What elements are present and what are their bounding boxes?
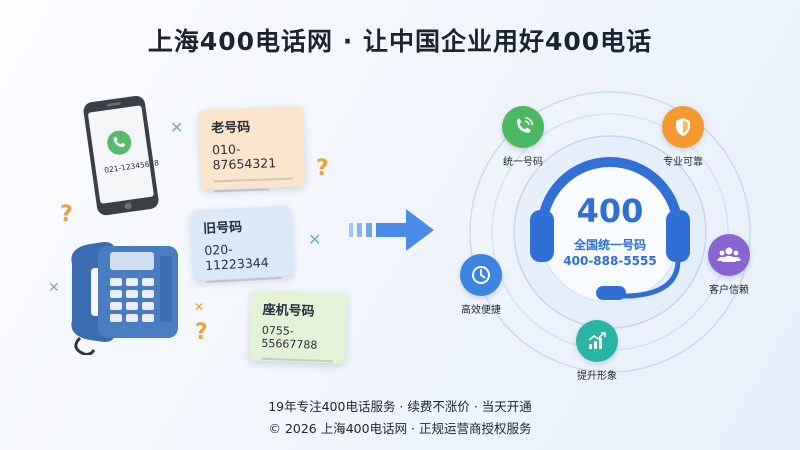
feature-label: 提升形象: [577, 371, 617, 382]
card-number: 020-11223344: [203, 241, 270, 273]
feature-efficient: 高效便捷: [436, 254, 526, 316]
footer-copyright: © 2026 上海400电话网 · 正规运营商授权服务: [268, 421, 532, 436]
chart-up-icon: [576, 320, 618, 362]
page-title: 上海400电话网 · 让中国企业用好400电话: [147, 27, 653, 56]
card-line: [205, 276, 282, 283]
cross-deco: ✕: [48, 280, 60, 296]
center-number: 400-888-5555: [563, 254, 657, 268]
landline-number-card: 座机号码 0755-55667788: [248, 290, 348, 364]
mobile-phone-icon: [83, 95, 159, 216]
phone-wave-icon: [502, 106, 544, 148]
feature-image-boost: 提升形象: [552, 320, 642, 382]
cross-deco: ✕: [308, 230, 322, 249]
card-number: 0755-55667788: [261, 323, 318, 352]
card-label: 座机号码: [262, 302, 315, 320]
cross-deco: ✕: [170, 118, 184, 137]
card-number: 010-87654321: [211, 141, 277, 173]
card-label: 老号码: [211, 120, 251, 137]
feature-label: 专业可靠: [663, 157, 703, 168]
feature-label: 客户信赖: [709, 285, 749, 296]
card-line: [213, 177, 294, 183]
card-line: [213, 188, 270, 193]
footer-tagline: 19年专注400电话服务 · 续费不涨价 · 当天开通: [268, 399, 532, 414]
question-mark-deco: ?: [195, 320, 208, 345]
feature-label: 统一号码: [503, 157, 543, 168]
people-icon: [708, 234, 750, 276]
headset-graphic: [469, 91, 751, 373]
question-mark-deco: ?: [60, 202, 73, 227]
right-arrow-icon: [349, 209, 434, 251]
center-big-number: 400: [576, 192, 644, 230]
previous-number-card: 旧号码 020-11223344: [190, 205, 294, 283]
shield-icon: [662, 106, 704, 148]
left-scene: ? ? ? ✕ ✕ ✕ ✕ 021-12345678 老号码 010-8: [0, 80, 380, 380]
desk-phone-icon: [71, 242, 178, 355]
clock-icon: [460, 254, 502, 296]
feature-label: 高效便捷: [461, 305, 501, 316]
right-scene: 400 全国统一号码 400-888-5555 统一号码 专业可靠 客户信赖 提…: [450, 90, 770, 390]
cross-deco: ✕: [194, 300, 205, 314]
card-label: 旧号码: [202, 219, 243, 237]
card-line: [260, 357, 333, 363]
center-subtitle: 全国统一号码: [573, 238, 646, 252]
feature-unified-number: 统一号码: [478, 106, 568, 168]
feature-professional: 专业可靠: [638, 106, 728, 168]
question-mark-deco: ?: [316, 156, 329, 181]
feature-customer-trust: 客户信赖: [684, 234, 774, 296]
old-number-card: 老号码 010-87654321: [198, 106, 306, 193]
